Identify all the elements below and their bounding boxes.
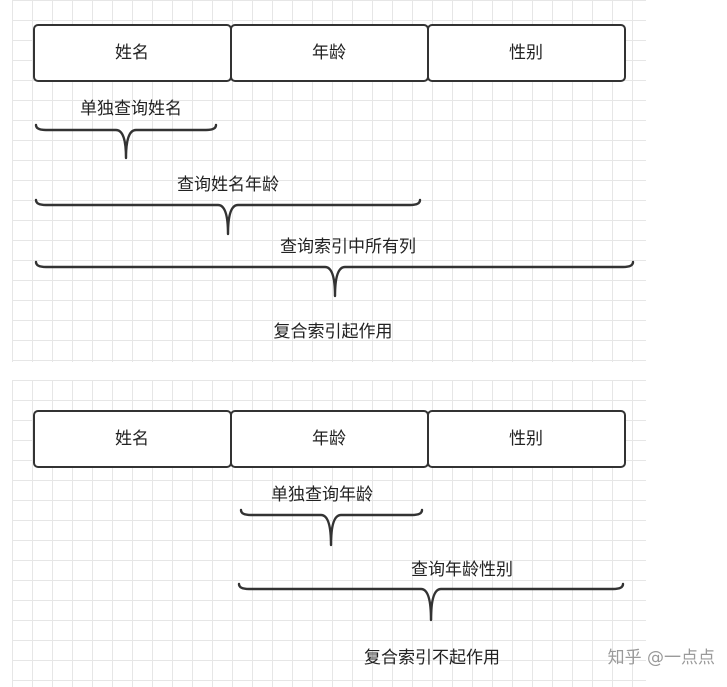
bottom-brace-2	[237, 582, 625, 622]
top-brace-3-label: 查询索引中所有列	[280, 237, 416, 257]
bottom-column-name: 姓名	[33, 410, 232, 468]
svg-text:姓名: 姓名	[115, 43, 149, 63]
svg-text:年龄: 年龄	[312, 43, 346, 63]
top-brace-1	[34, 123, 218, 160]
svg-text:性别: 性别	[509, 43, 543, 63]
bottom-caption: 复合索引不起作用	[364, 648, 500, 668]
bottom-brace-1	[239, 508, 424, 547]
svg-text:年龄: 年龄	[312, 429, 346, 449]
top-column-age: 年龄	[230, 24, 429, 82]
watermark: 知乎 @一点点	[608, 648, 715, 668]
bottom-column-age: 年龄	[230, 410, 429, 468]
top-caption: 复合索引起作用	[274, 322, 393, 342]
bottom-column-gender: 性别	[427, 410, 626, 468]
top-column-name: 姓名	[33, 24, 232, 82]
svg-text:性别: 性别	[509, 429, 543, 449]
top-brace-2	[34, 198, 422, 236]
svg-text:姓名: 姓名	[115, 429, 149, 449]
bottom-brace-2-label: 查询年龄性别	[411, 560, 513, 580]
top-brace-1-label: 单独查询姓名	[80, 99, 182, 119]
top-brace-3	[34, 260, 635, 298]
top-index-columns: 姓名 年龄 性别	[33, 24, 626, 82]
top-brace-2-label: 查询姓名年龄	[177, 175, 279, 195]
top-column-gender: 性别	[427, 24, 626, 82]
bottom-brace-1-label: 单独查询年龄	[271, 485, 373, 505]
bottom-index-columns: 姓名 年龄 性别	[33, 410, 626, 468]
